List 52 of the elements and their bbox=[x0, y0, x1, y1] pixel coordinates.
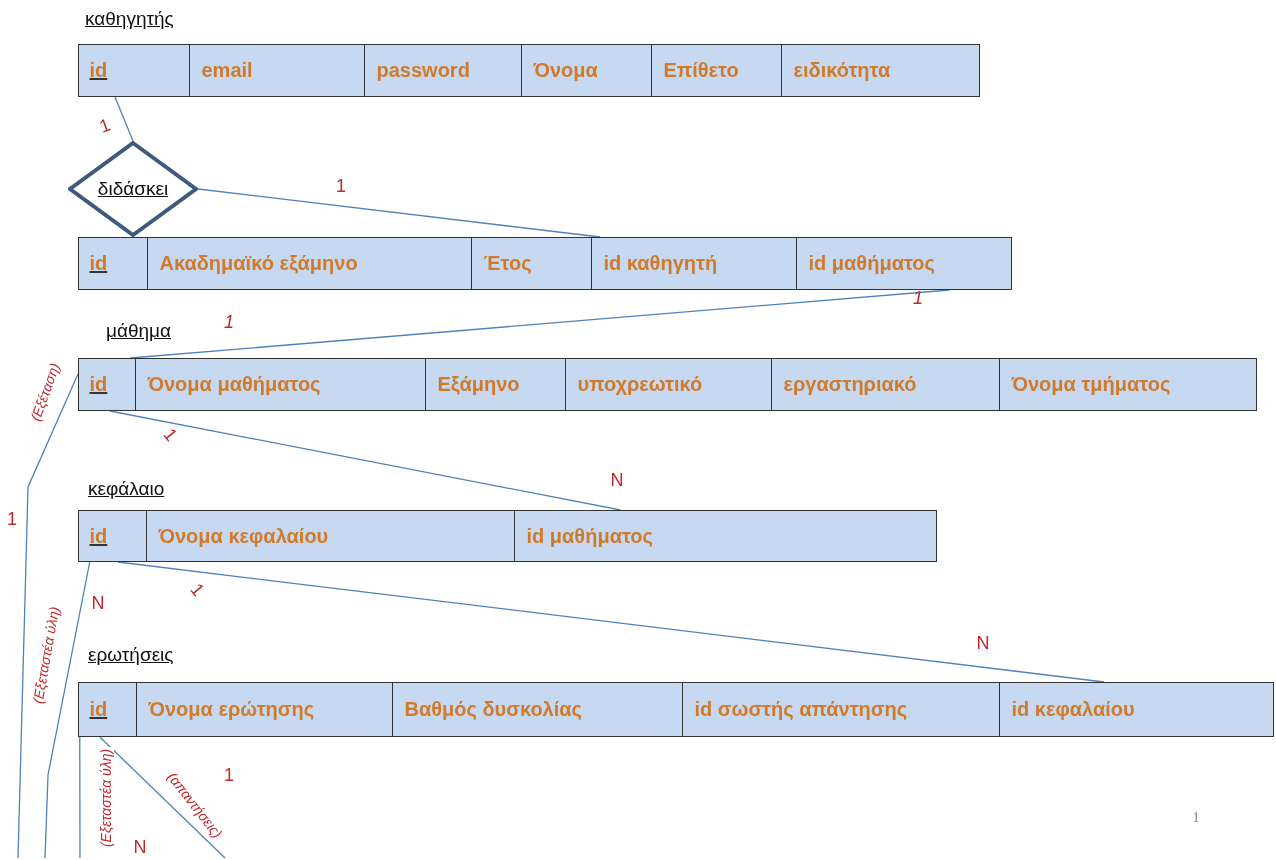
attribute-cell: id σωστής απάντησης bbox=[682, 683, 1000, 736]
connector-line bbox=[114, 96, 134, 142]
connector-line bbox=[197, 188, 601, 238]
attribute-cell: id μαθήματος bbox=[796, 238, 1011, 289]
cardinality-label: N bbox=[976, 632, 990, 654]
table-name: ερωτήσεις bbox=[88, 644, 174, 666]
attribute-cell: Ακαδημαϊκό εξάμηνο bbox=[147, 238, 472, 289]
attribute-cell: Όνομα μαθήματος bbox=[135, 359, 426, 410]
attribute-cell: id bbox=[79, 511, 147, 561]
connector-line bbox=[79, 736, 81, 859]
attribute-cell: id bbox=[79, 359, 136, 410]
cardinality-label: N bbox=[610, 469, 624, 491]
table-name: καθηγητής bbox=[85, 8, 174, 30]
attribute-cell: id bbox=[79, 683, 137, 736]
table-name: μάθημα bbox=[106, 320, 171, 342]
connector-line bbox=[99, 736, 226, 859]
cardinality-label: N bbox=[91, 592, 105, 614]
cardinality-label: 1 bbox=[336, 175, 346, 197]
attribute-cell: Όνομα κεφαλαίου bbox=[146, 511, 515, 561]
cardinality-label: 1 bbox=[7, 508, 17, 530]
edge-label: (Εξεταστέα ύλη) bbox=[98, 746, 114, 850]
relationship-name: διδάσκει bbox=[97, 178, 169, 200]
attribute-cell: id bbox=[79, 238, 148, 289]
connector-line bbox=[117, 561, 1105, 683]
connector-line bbox=[109, 410, 622, 511]
cardinality-label: N bbox=[133, 836, 147, 858]
attribute-cell: Όνομα τμήματος bbox=[999, 359, 1256, 410]
attribute-cell: id καθηγητή bbox=[591, 238, 797, 289]
attribute-cell: id μαθήματος bbox=[514, 511, 936, 561]
connector-line bbox=[17, 373, 79, 859]
attribute-cell: υποχρεωτικό bbox=[565, 359, 772, 410]
cardinality-label: 1 bbox=[96, 114, 114, 138]
cardinality-label: 1 bbox=[913, 287, 923, 309]
attribute-cell: Όνομα ερώτησης bbox=[136, 683, 393, 736]
page-number: 1 bbox=[1192, 808, 1200, 826]
attribute-cell: εργαστηριακό bbox=[771, 359, 1000, 410]
attribute-cell: Βαθμός δυσκολίας bbox=[392, 683, 683, 736]
attribute-cell: email bbox=[189, 45, 365, 96]
attribute-cell: ειδικότητα bbox=[781, 45, 979, 96]
connector-line bbox=[44, 561, 91, 859]
cardinality-label: 1 bbox=[185, 579, 209, 601]
table-name: κεφάλαιο bbox=[88, 478, 165, 500]
cardinality-label: 1 bbox=[224, 311, 234, 333]
attribute-cell: id bbox=[79, 45, 190, 96]
attribute-cell: Εξάμηνο bbox=[425, 359, 566, 410]
cardinality-label: 1 bbox=[224, 764, 234, 786]
attribute-cell: id κεφαλαίου bbox=[999, 683, 1273, 736]
attribute-cell: Έτος bbox=[471, 238, 592, 289]
attribute-cell: password bbox=[364, 45, 522, 96]
cardinality-label: 1 bbox=[158, 424, 182, 446]
attribute-cell: Όνομα bbox=[521, 45, 652, 96]
attribute-cell: Επίθετο bbox=[651, 45, 782, 96]
